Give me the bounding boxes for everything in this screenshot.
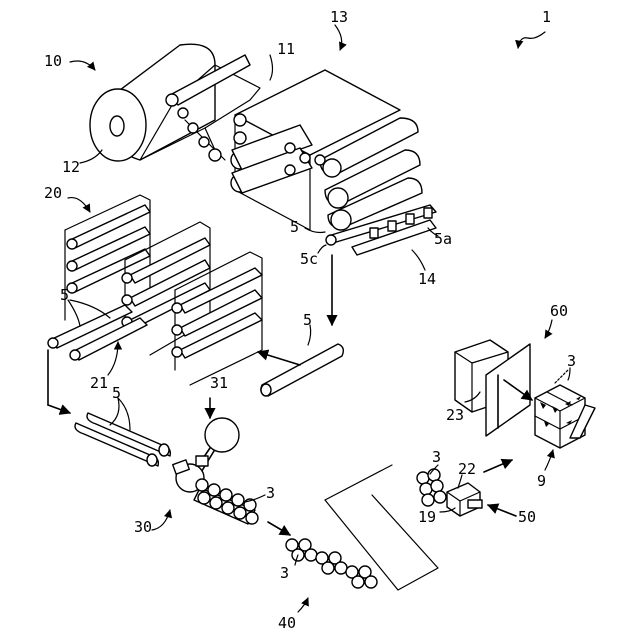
- label-bundler: 60: [550, 302, 568, 320]
- label-carton: 9: [537, 472, 546, 490]
- label-rolls-saw: 3: [266, 484, 275, 502]
- label-log-saw-feed: 5: [112, 384, 121, 402]
- label-log-5c: 5c: [300, 250, 318, 268]
- label-rolls-conveyor: 3: [280, 564, 289, 582]
- label-log-transfer: 5: [303, 311, 312, 329]
- label-saw: 31: [210, 374, 228, 392]
- feeding-section: [231, 70, 422, 230]
- label-log-left: 5: [60, 286, 69, 304]
- label-packer: 50: [518, 508, 536, 526]
- label-box: 19: [418, 508, 436, 526]
- label-feeding-section: 13: [330, 8, 348, 26]
- label-finished-product-packing: 23: [446, 406, 464, 424]
- logs-to-saw: [75, 413, 170, 466]
- label-roll: 12: [62, 158, 80, 176]
- label-conveyor: 40: [278, 614, 296, 632]
- label-web: 11: [277, 40, 295, 58]
- parent-roll: [90, 44, 215, 161]
- label-web-roll-unit: 10: [44, 52, 62, 70]
- stretching-unit: [48, 195, 262, 413]
- label-rolls-packer: 3: [432, 448, 441, 466]
- label-system: 1: [542, 8, 551, 26]
- saw-unit: [173, 398, 258, 524]
- label-cutting-unit: 30: [134, 518, 152, 536]
- label-stretching-frames: 21: [90, 374, 108, 392]
- label-log-5a: 5a: [434, 230, 452, 248]
- label-rolls-bundler: 3: [567, 352, 576, 370]
- label-stretching-unit: 20: [44, 184, 62, 202]
- label-bundle-machine: 22: [458, 460, 476, 478]
- label-cutter-unit: 14: [418, 270, 436, 288]
- log-transfer: [258, 255, 343, 396]
- label-log-upper: 5: [290, 218, 299, 236]
